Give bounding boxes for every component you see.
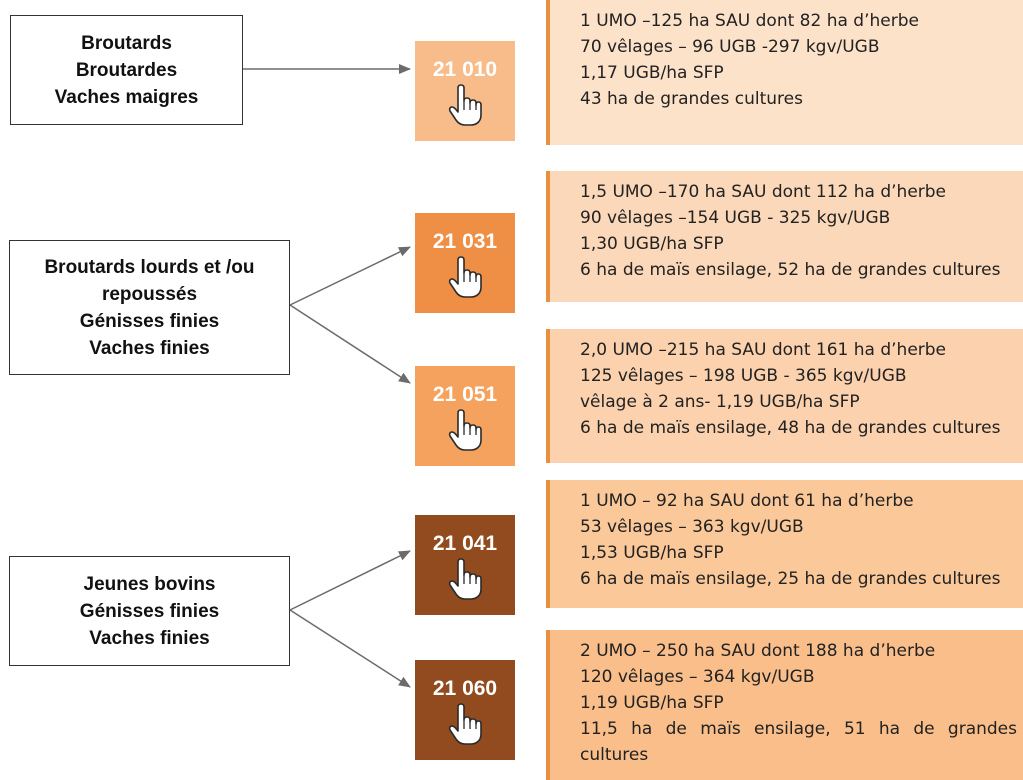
- hand-pointer-icon: [448, 409, 482, 451]
- info-line: 1,53 UGB/ha SFP: [580, 543, 724, 563]
- info-line: 1,19 UGB/ha SFP: [580, 693, 724, 713]
- category-line: Génisses finies: [79, 600, 220, 622]
- system-code-label: 21 051: [432, 383, 498, 406]
- hand-pointer-icon: [448, 256, 482, 298]
- info-line: 2,0 UMO –215 ha SAU dont 161 ha d’herbe: [580, 340, 947, 360]
- info-line: 70 vêlages – 96 UGB -297 kgv/UGB: [580, 37, 880, 57]
- info-line: 1,5 UMO –170 ha SAU dont 112 ha d’herbe: [580, 182, 947, 202]
- category-line: Jeunes bovins: [83, 573, 216, 595]
- category-line: Vaches finies: [89, 627, 210, 649]
- info-line: vêlage à 2 ans- 1,19 UGB/ha SFP: [580, 392, 860, 412]
- system-code-label: 21 041: [432, 532, 498, 555]
- info-line: 1,17 UGB/ha SFP: [580, 63, 724, 83]
- category-box-broutards-lourds: Broutards lourds et /ou repoussés Géniss…: [9, 240, 290, 375]
- arrow-to-21051: [289, 304, 411, 384]
- category-line: repoussés: [101, 283, 198, 305]
- system-code-21031[interactable]: 21 031: [415, 213, 515, 313]
- info-line: 90 vêlages –154 UGB - 325 kgv/UGB: [580, 208, 891, 228]
- system-code-label: 21 060: [432, 677, 498, 700]
- arrow-to-21060: [289, 609, 411, 688]
- system-code-21010[interactable]: 21 010: [415, 41, 515, 141]
- info-line: 53 vêlages – 363 kgv/UGB: [580, 517, 804, 537]
- info-line: 1 UMO – 92 ha SAU dont 61 ha d’herbe: [580, 491, 914, 511]
- info-box-21010: 1 UMO –125 ha SAU dont 82 ha d’herbe 70 …: [546, 0, 1023, 145]
- category-line: Broutards: [81, 32, 172, 54]
- system-code-label: 21 010: [432, 58, 498, 81]
- info-box-21060: 2 UMO – 250 ha SAU dont 188 ha d’herbe 1…: [546, 630, 1023, 780]
- info-line: 1,30 UGB/ha SFP: [580, 234, 724, 254]
- system-code-21041[interactable]: 21 041: [415, 515, 515, 615]
- category-box-jeunes-bovins: Jeunes bovins Génisses finies Vaches fin…: [9, 556, 290, 666]
- system-code-21051[interactable]: 21 051: [415, 366, 515, 466]
- hand-pointer-icon: [448, 84, 482, 126]
- info-line: 120 vêlages – 364 kgv/UGB: [580, 667, 815, 687]
- category-line: Vaches maigres: [54, 86, 199, 108]
- info-line: 43 ha de grandes cultures: [580, 89, 803, 109]
- category-line: Génisses finies: [79, 310, 220, 332]
- info-line: 6 ha de maïs ensilage, 52 ha de grandes …: [580, 260, 1001, 280]
- system-code-label: 21 031: [432, 230, 498, 253]
- info-line: 125 vêlages – 198 UGB - 365 kgv/UGB: [580, 366, 907, 386]
- category-line: Broutardes: [75, 59, 178, 81]
- category-line: Broutards lourds et /ou: [44, 256, 255, 278]
- arrow-to-21031: [289, 246, 411, 306]
- info-line: 6 ha de maïs ensilage, 25 ha de grandes …: [580, 569, 1001, 589]
- info-line: 11,5 ha de maïs ensilage, 51 ha de grand…: [580, 719, 1017, 765]
- info-box-21031: 1,5 UMO –170 ha SAU dont 112 ha d’herbe …: [546, 171, 1023, 302]
- hand-pointer-icon: [448, 558, 482, 600]
- category-line: Vaches finies: [89, 337, 210, 359]
- info-box-21041: 1 UMO – 92 ha SAU dont 61 ha d’herbe 53 …: [546, 480, 1023, 608]
- hand-pointer-icon: [448, 703, 482, 745]
- info-line: 2 UMO – 250 ha SAU dont 188 ha d’herbe: [580, 641, 936, 661]
- info-box-21051: 2,0 UMO –215 ha SAU dont 161 ha d’herbe …: [546, 329, 1023, 463]
- info-line: 6 ha de maïs ensilage, 48 ha de grandes …: [580, 418, 1001, 438]
- info-line: 1 UMO –125 ha SAU dont 82 ha d’herbe: [580, 11, 919, 31]
- arrow-to-21041: [289, 550, 411, 611]
- category-box-broutards: Broutards Broutardes Vaches maigres: [10, 15, 243, 125]
- system-code-21060[interactable]: 21 060: [415, 660, 515, 760]
